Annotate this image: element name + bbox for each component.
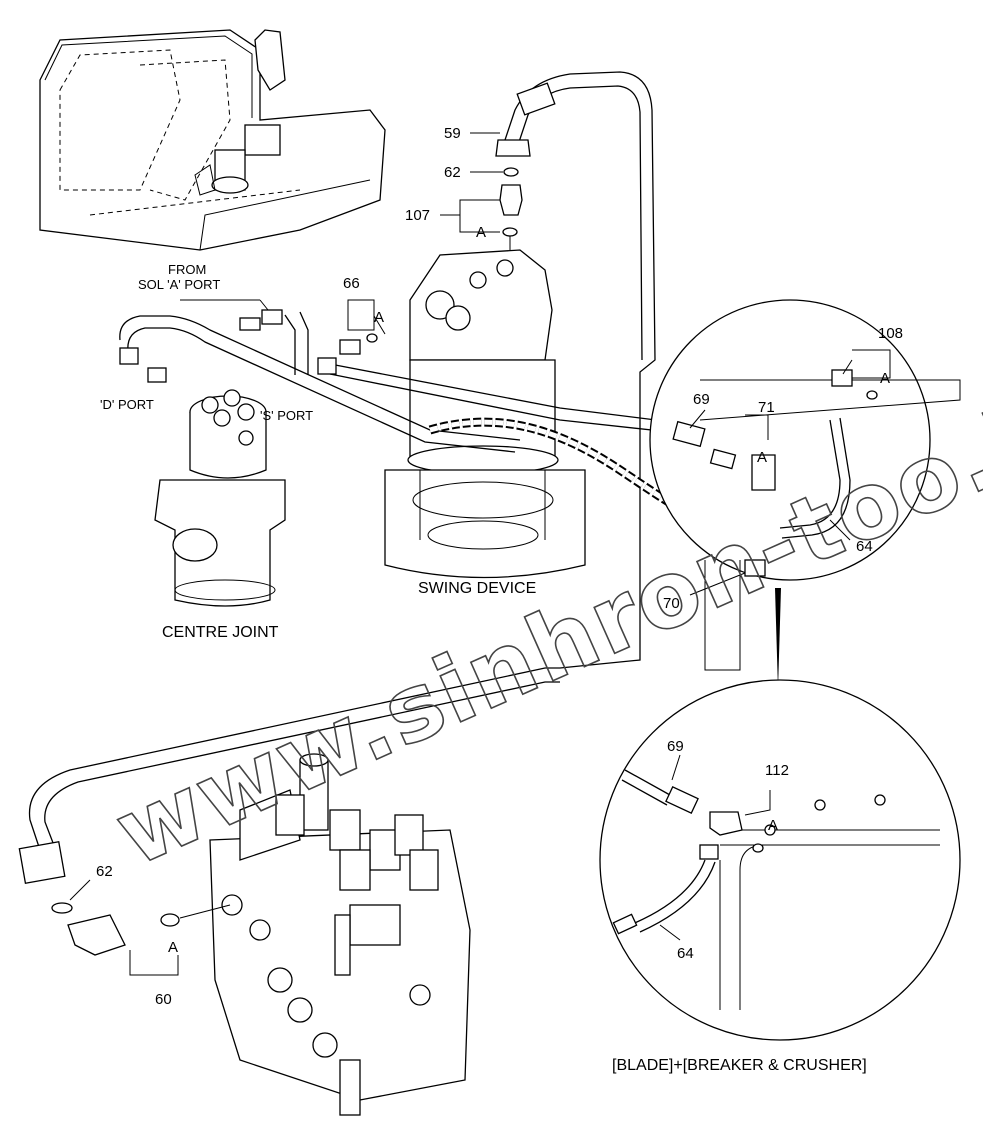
callout-62-top: 62 xyxy=(444,164,461,181)
pilot-hoses xyxy=(119,299,673,453)
excavator-illustration xyxy=(39,29,386,251)
callout-107: 107 xyxy=(405,207,430,224)
callout-69-bottom: 69 xyxy=(667,738,684,755)
callout-64-top: 64 xyxy=(856,538,873,555)
label-swing-device: SWING DEVICE xyxy=(418,580,536,597)
callout-66: 66 xyxy=(343,275,360,292)
callout-59: 59 xyxy=(444,125,461,142)
detail-circle-bottom xyxy=(599,679,961,1041)
option-caption: [BLADE]+[BREAKER & CRUSHER] xyxy=(612,1057,867,1074)
swing-device xyxy=(384,249,586,579)
callout-71-a: A xyxy=(757,449,767,466)
hose-return xyxy=(18,667,560,956)
callout-108-a: A xyxy=(880,370,890,387)
label-centre-joint: CENTRE JOINT xyxy=(162,624,279,641)
callout-62-bottom: 62 xyxy=(96,863,113,880)
callout-60: 60 xyxy=(155,991,172,1008)
callout-69-top: 69 xyxy=(693,391,710,408)
callout-112: 112 xyxy=(765,762,789,779)
detail-pointer xyxy=(775,588,781,690)
callout-70: 70 xyxy=(663,595,680,612)
callout-108: 108 xyxy=(878,325,903,342)
label-d-port: 'D' PORT xyxy=(100,397,154,412)
label-s-port: 'S' PORT xyxy=(260,408,313,423)
centre-joint xyxy=(154,389,286,607)
callout-64-bottom: 64 xyxy=(677,945,694,962)
callout-107-a: A xyxy=(476,224,486,241)
fitting-59-62-107 xyxy=(495,139,531,262)
main-control-valve xyxy=(209,753,471,1116)
callout-112-a: A xyxy=(768,817,778,834)
callout-60-a: A xyxy=(168,939,178,956)
callout-66-a: A xyxy=(374,309,384,326)
detail-circle-top xyxy=(649,299,961,671)
label-from: FROM xyxy=(168,262,206,277)
callout-71: 71 xyxy=(758,399,775,416)
callout-leaders xyxy=(69,132,891,976)
label-sol-a-port: SOL 'A' PORT xyxy=(138,277,220,292)
hose-59 xyxy=(504,71,656,669)
